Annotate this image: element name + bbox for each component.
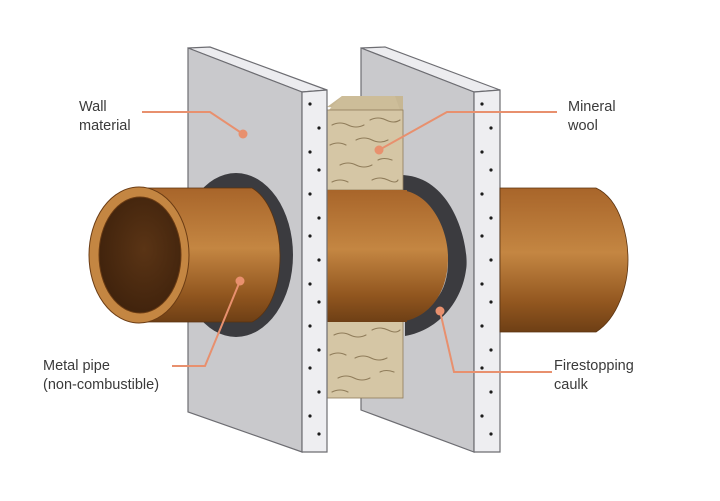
leader-dot-wool (374, 145, 384, 155)
right-caulk-ring (400, 175, 467, 336)
edge-dot (489, 432, 493, 436)
left-wall-side-edge (301, 89, 328, 453)
mineral-wool (326, 96, 404, 399)
leader-dot-caulk (435, 306, 445, 316)
leader-metal-pipe (172, 280, 241, 367)
edge-dot (317, 258, 321, 262)
edge-dot (480, 414, 484, 418)
edge-dot (308, 282, 312, 286)
edge-dot (308, 324, 312, 328)
edge-dot (489, 216, 493, 220)
leader-endpoints (235, 129, 445, 316)
edge-dot (317, 216, 321, 220)
right-wall-side-edge (473, 89, 501, 453)
edge-dot (317, 390, 321, 394)
edge-dot (308, 414, 312, 418)
leader-wall-material (142, 111, 244, 135)
leader-dot-wall (238, 129, 248, 139)
leader-lines (142, 111, 557, 373)
edge-dot (308, 234, 312, 238)
edge-dot (308, 366, 312, 370)
edge-dot (308, 102, 312, 106)
label-mineral-wool: Mineral wool (568, 99, 616, 134)
pipe-right-segment (499, 187, 629, 333)
pipe-middle-segment (327, 190, 407, 322)
right-wall-edge-dots (480, 102, 493, 436)
edge-dot (317, 300, 321, 304)
edge-dot (317, 168, 321, 172)
edge-dot (480, 150, 484, 154)
edge-dot (480, 192, 484, 196)
edge-dot (480, 324, 484, 328)
leader-firestopping-caulk (439, 310, 552, 373)
edge-dot (489, 258, 493, 262)
edge-dot (489, 168, 493, 172)
label-wall-material: Wall material (79, 99, 131, 134)
edge-dot (308, 192, 312, 196)
leader-dot-pipe (235, 276, 245, 286)
edge-dot (480, 234, 484, 238)
leader-mineral-wool (378, 111, 557, 151)
label-firestopping-caulk: Firestopping caulk (554, 358, 634, 393)
pipe-open-end-inner (98, 196, 182, 314)
edge-dot (317, 432, 321, 436)
edge-dot (489, 126, 493, 130)
edge-dot (489, 390, 493, 394)
edge-dot (489, 348, 493, 352)
pipe-middle-end-cap (400, 190, 448, 322)
edge-dot (317, 348, 321, 352)
label-metal-pipe: Metal pipe (non-combustible) (43, 358, 160, 393)
edge-dot (489, 300, 493, 304)
edge-dot (317, 126, 321, 130)
edge-dot (480, 282, 484, 286)
edge-dot (480, 102, 484, 106)
edge-dot (308, 150, 312, 154)
edge-dot (480, 366, 484, 370)
left-wall-edge-dots (308, 102, 321, 436)
